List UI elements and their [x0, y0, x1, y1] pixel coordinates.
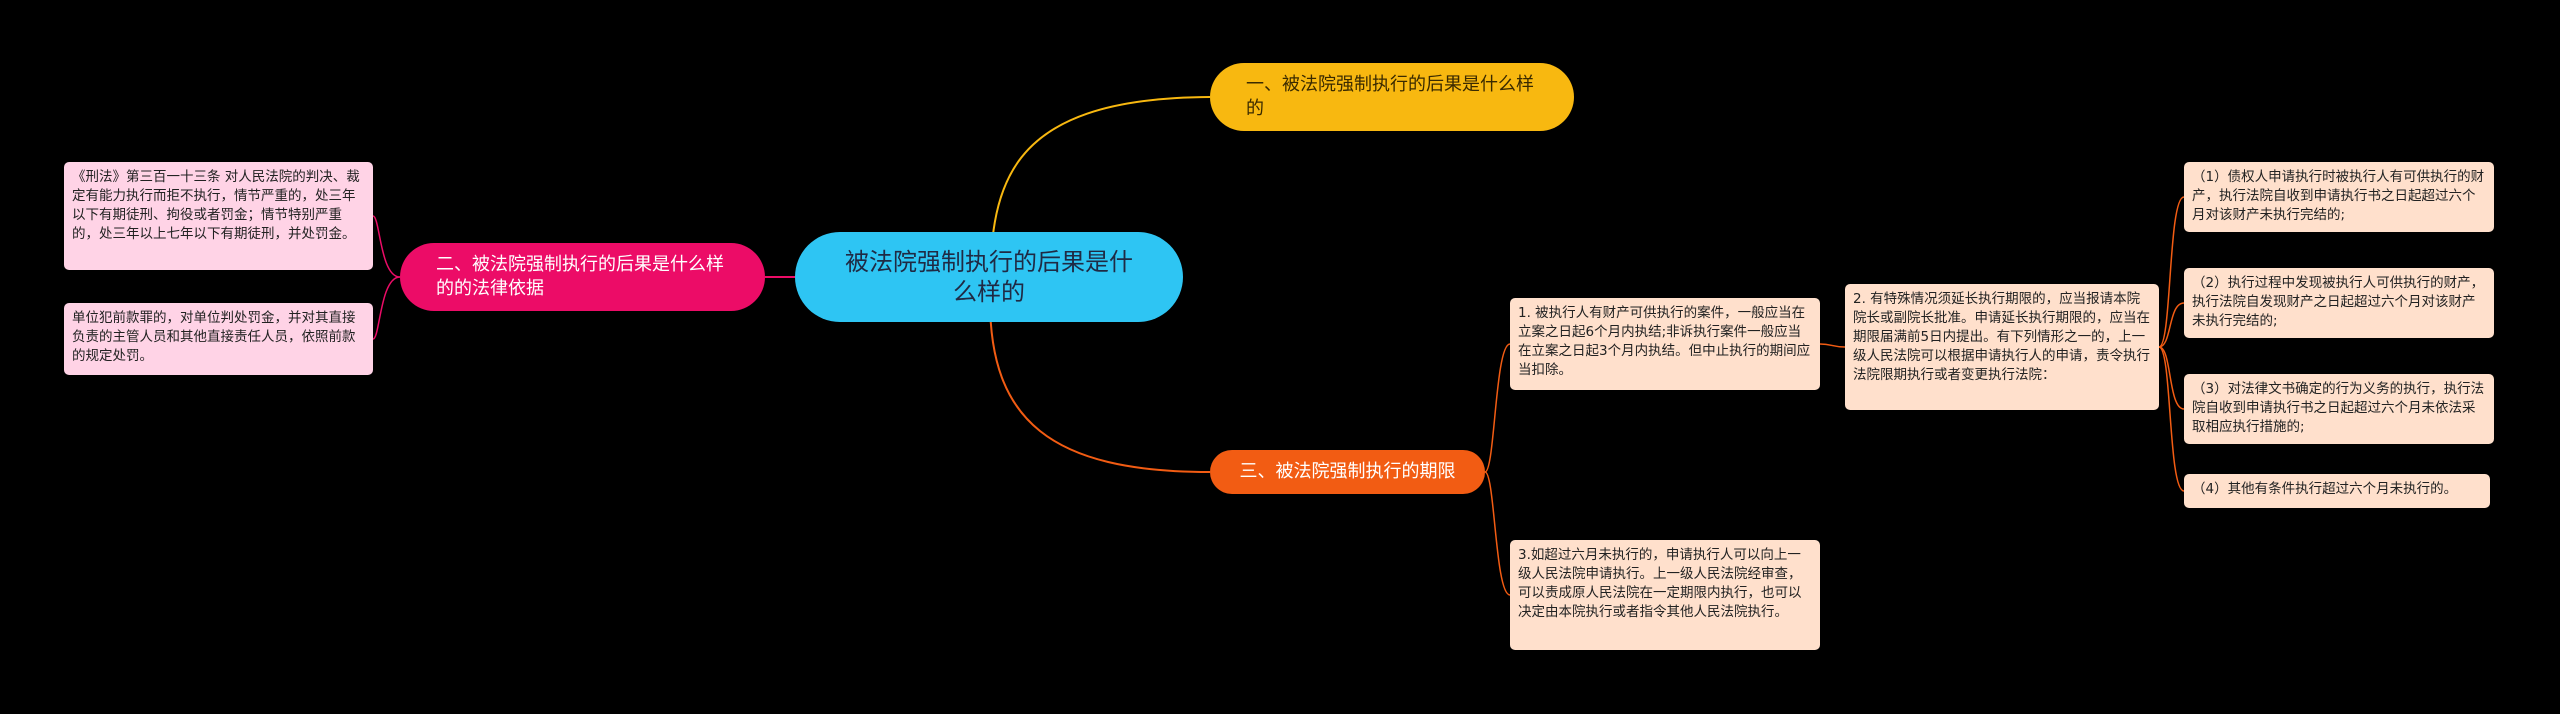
leaf-condition-4-text: （4）其他有条件执行超过六个月未执行的。 [2192, 481, 2458, 497]
connector-term1-term2 [1819, 343, 1846, 348]
leaf-law-2-text: 单位犯前款罪的，对单位判处罚金，并对其直接负责的主管人员和其他直接责任人员，依照… [72, 310, 356, 364]
branch-node-2[interactable]: 二、被法院强制执行的后果是什么样的的法律依据 [400, 243, 765, 311]
connector-term2-cond2 [2158, 302, 2185, 348]
leaf-condition-1[interactable]: （1）债权人申请执行时被执行人有可供执行的财产，执行法院自收到申请执行书之日起超… [2184, 162, 2494, 232]
branch-node-1[interactable]: 一、被法院强制执行的后果是什么样的 [1210, 63, 1574, 131]
connector-term2-cond3 [2158, 346, 2185, 410]
branch-3-label: 三、被法院强制执行的期限 [1239, 461, 1456, 482]
leaf-law-1-text: 《刑法》第三百一十三条 对人民法院的判决、裁定有能力执行而拒不执行，情节严重的，… [72, 169, 360, 242]
connector-term2-cond4 [2158, 346, 2185, 492]
leaf-term-1-text: 1. 被执行人有财产可供执行的案件，一般应当在立案之日起6个月内执结;非诉执行案… [1518, 305, 1811, 378]
leaf-condition-2-text: （2）执行过程中发现被执行人可供执行的财产，执行法院自发现财产之日起超过六个月对… [2192, 275, 2485, 329]
connector-central-branch3 [989, 299, 1211, 473]
branch-node-3[interactable]: 三、被法院强制执行的期限 [1210, 450, 1485, 494]
central-topic[interactable]: 被法院强制执行的后果是什么样的 [795, 232, 1183, 322]
connector-term2-cond1 [2158, 196, 2185, 348]
leaf-law-1[interactable]: 《刑法》第三百一十三条 对人民法院的判决、裁定有能力执行而拒不执行，情节严重的，… [64, 162, 373, 270]
branch-2-label: 二、被法院强制执行的后果是什么样的的法律依据 [436, 254, 724, 299]
leaf-condition-4[interactable]: （4）其他有条件执行超过六个月未执行的。 [2184, 474, 2490, 508]
leaf-term-1[interactable]: 1. 被执行人有财产可供执行的案件，一般应当在立案之日起6个月内执结;非诉执行案… [1510, 298, 1820, 390]
connector-branch3-term3 [1484, 471, 1511, 596]
leaf-condition-3-text: （3）对法律文书确定的行为义务的执行，执行法院自收到申请执行书之日起超过六个月未… [2192, 381, 2485, 435]
connector-branch2-law1 [372, 215, 401, 278]
leaf-term-3-text: 3.如超过六月未执行的，申请执行人可以向上一级人民法院申请执行。上一级人民法院经… [1518, 547, 1802, 620]
leaf-term-3[interactable]: 3.如超过六月未执行的，申请执行人可以向上一级人民法院申请执行。上一级人民法院经… [1510, 540, 1820, 650]
leaf-condition-1-text: （1）债权人申请执行时被执行人有可供执行的财产，执行法院自收到申请执行书之日起超… [2192, 169, 2485, 223]
leaf-term-2-text: 2. 有特殊情况须延长执行期限的，应当报请本院院长或副院长批准。申请延长执行期限… [1853, 291, 2150, 383]
connector-branch3-term1 [1484, 343, 1511, 473]
leaf-condition-3[interactable]: （3）对法律文书确定的行为义务的执行，执行法院自收到申请执行书之日起超过六个月未… [2184, 374, 2494, 444]
central-topic-label: 被法院强制执行的后果是什么样的 [845, 248, 1133, 306]
connector-branch2-law2 [372, 276, 401, 340]
branch-1-label: 一、被法院强制执行的后果是什么样的 [1246, 74, 1534, 119]
leaf-law-2[interactable]: 单位犯前款罪的，对单位判处罚金，并对其直接负责的主管人员和其他直接责任人员，依照… [64, 303, 373, 375]
leaf-condition-2[interactable]: （2）执行过程中发现被执行人可供执行的财产，执行法院自发现财产之日起超过六个月对… [2184, 268, 2494, 338]
leaf-term-2[interactable]: 2. 有特殊情况须延长执行期限的，应当报请本院院长或副院长批准。申请延长执行期限… [1845, 284, 2159, 410]
